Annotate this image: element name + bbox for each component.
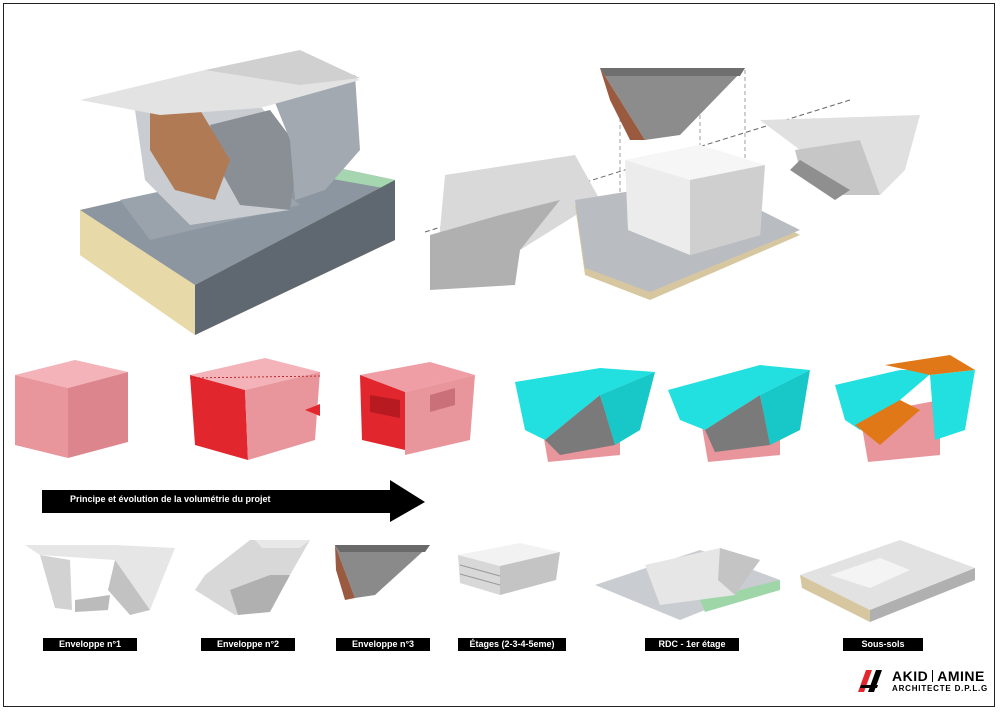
logo-first-name: AKID [892,668,929,684]
volume-step-3 [360,362,475,455]
logo-degree: D.P.L.G [954,684,989,693]
component-caption: Étages (2-3-4-5eme) [458,638,566,651]
component-caption: RDC - 1er étage [645,638,739,651]
component-envelope-3-render [335,545,430,600]
component-caption: Enveloppe n°2 [201,638,295,651]
component-caption: Enveloppe n°3 [336,638,430,651]
volume-step-2 [189,358,321,460]
volume-step-1 [15,360,128,458]
component-caption: Enveloppe n°1 [43,638,137,651]
volume-step-5 [668,365,810,462]
component-envelope-1-render [25,545,175,615]
component-basement-render [800,540,975,622]
volume-step-4 [515,368,655,462]
assembled-building-render [80,50,395,335]
component-floors-render [458,543,560,595]
volume-step-6 [835,355,975,462]
sheet-border [3,3,995,707]
evolution-arrow-label: Principe et évolution de la volumétrie d… [70,494,271,504]
architect-logo: AKID AMINE ARCHITECTE D.P.L.G [858,668,988,698]
logo-title: ARCHITECTE [892,684,952,693]
evolution-arrow [42,480,425,522]
component-envelope-2-render [195,540,310,615]
logo-mark-icon [858,670,882,692]
logo-last-name: AMINE [937,668,985,684]
component-ground-floor-render [595,548,780,620]
component-caption: Sous-sols [843,638,923,651]
exploded-axonometry-render [424,68,920,300]
